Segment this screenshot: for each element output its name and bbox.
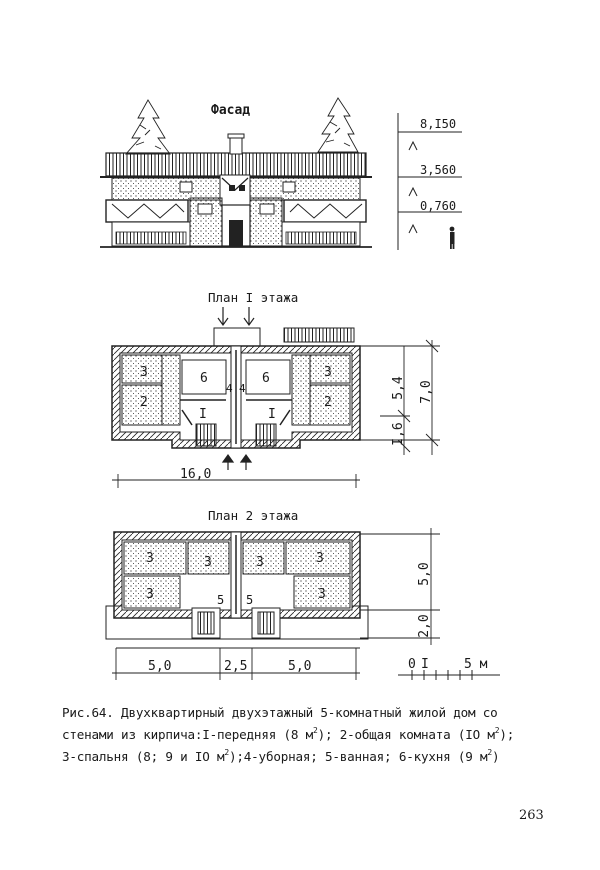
level-8150: 8,I50 (420, 117, 456, 131)
plan2-dim-left: 5,0 (148, 659, 171, 674)
plan2-room-3-c: 3 (146, 587, 154, 602)
plan-first-floor: План I этажа (111, 290, 440, 488)
scale-five: 5 м (464, 657, 488, 672)
plan1-room-2-left: 2 (140, 395, 148, 410)
level-3560: 3,560 (420, 163, 456, 177)
level-marks (397, 113, 462, 250)
plan2-dim-eaves: 2,0 (417, 614, 432, 637)
plan1-dim-porch: I,6 (391, 422, 406, 445)
plan-second-floor: План 2 этажа 3 3 3 3 3 3 5 5 (105, 508, 500, 680)
plan1-room-2-right: 2 (324, 395, 332, 410)
facade-title: Фасад (211, 103, 250, 118)
plan1-dim-depth-total: 7,0 (419, 380, 434, 403)
human-figure (449, 226, 455, 249)
caption-line-3: 3-спальня (8; 9 и IO м2);4-уборная; 5-ва… (62, 748, 500, 765)
page-number: 263 (519, 808, 544, 823)
plan1-room-4-left: 4 (226, 382, 233, 395)
scale-one: I (421, 657, 429, 672)
plan2-dim-depth: 5,0 (417, 562, 432, 585)
plan2-room-3-e: 3 (316, 551, 324, 566)
plan1-title: План I этажа (208, 290, 298, 305)
plan1-dim-width: 16,0 (180, 467, 211, 482)
plan2-room-5-left: 5 (217, 593, 224, 607)
scale-bar (398, 670, 500, 680)
plan1-room-6-right: 6 (262, 371, 270, 386)
plan1-dim-depth-main: 5,4 (391, 376, 406, 400)
tree-right (317, 97, 359, 153)
plan2-title: План 2 этажа (208, 508, 298, 523)
plan1-room-I-right: I (268, 407, 276, 422)
figure-caption: Рис.64. Двухквартирный двухэтажный 5-ком… (62, 702, 562, 768)
plan2-dim-middle: 2,5 (224, 659, 247, 674)
facade-elevation: Фасад (100, 97, 462, 250)
plan2-room-5-right: 5 (246, 593, 253, 607)
plan2-room-3-b: 3 (204, 555, 212, 570)
plan2-dim-right: 5,0 (288, 659, 311, 674)
caption-line-2: стенами из кирпича:I-передняя (8 м2); 2-… (62, 726, 515, 743)
figure-drawings: Фасад (100, 97, 500, 680)
balcony-left (105, 199, 189, 223)
plan1-room-3-left: 3 (140, 365, 148, 380)
caption-line-1: Рис.64. Двухквартирный двухэтажный 5-ком… (62, 705, 498, 720)
plan2-room-3-a: 3 (146, 551, 154, 566)
plan1-room-3-right: 3 (324, 365, 332, 380)
scale-zero: 0 (408, 657, 416, 672)
roof (105, 152, 367, 177)
chimney (229, 135, 243, 155)
plan1-room-4-right: 4 (239, 382, 246, 395)
plan2-room-3-d: 3 (256, 555, 264, 570)
plan1-room-I-left: I (199, 407, 207, 422)
plan2-room-3-f: 3 (318, 587, 326, 602)
tree-left (125, 99, 171, 155)
plan1-room-6-left: 6 (200, 371, 208, 386)
level-0760: 0,760 (420, 199, 456, 213)
